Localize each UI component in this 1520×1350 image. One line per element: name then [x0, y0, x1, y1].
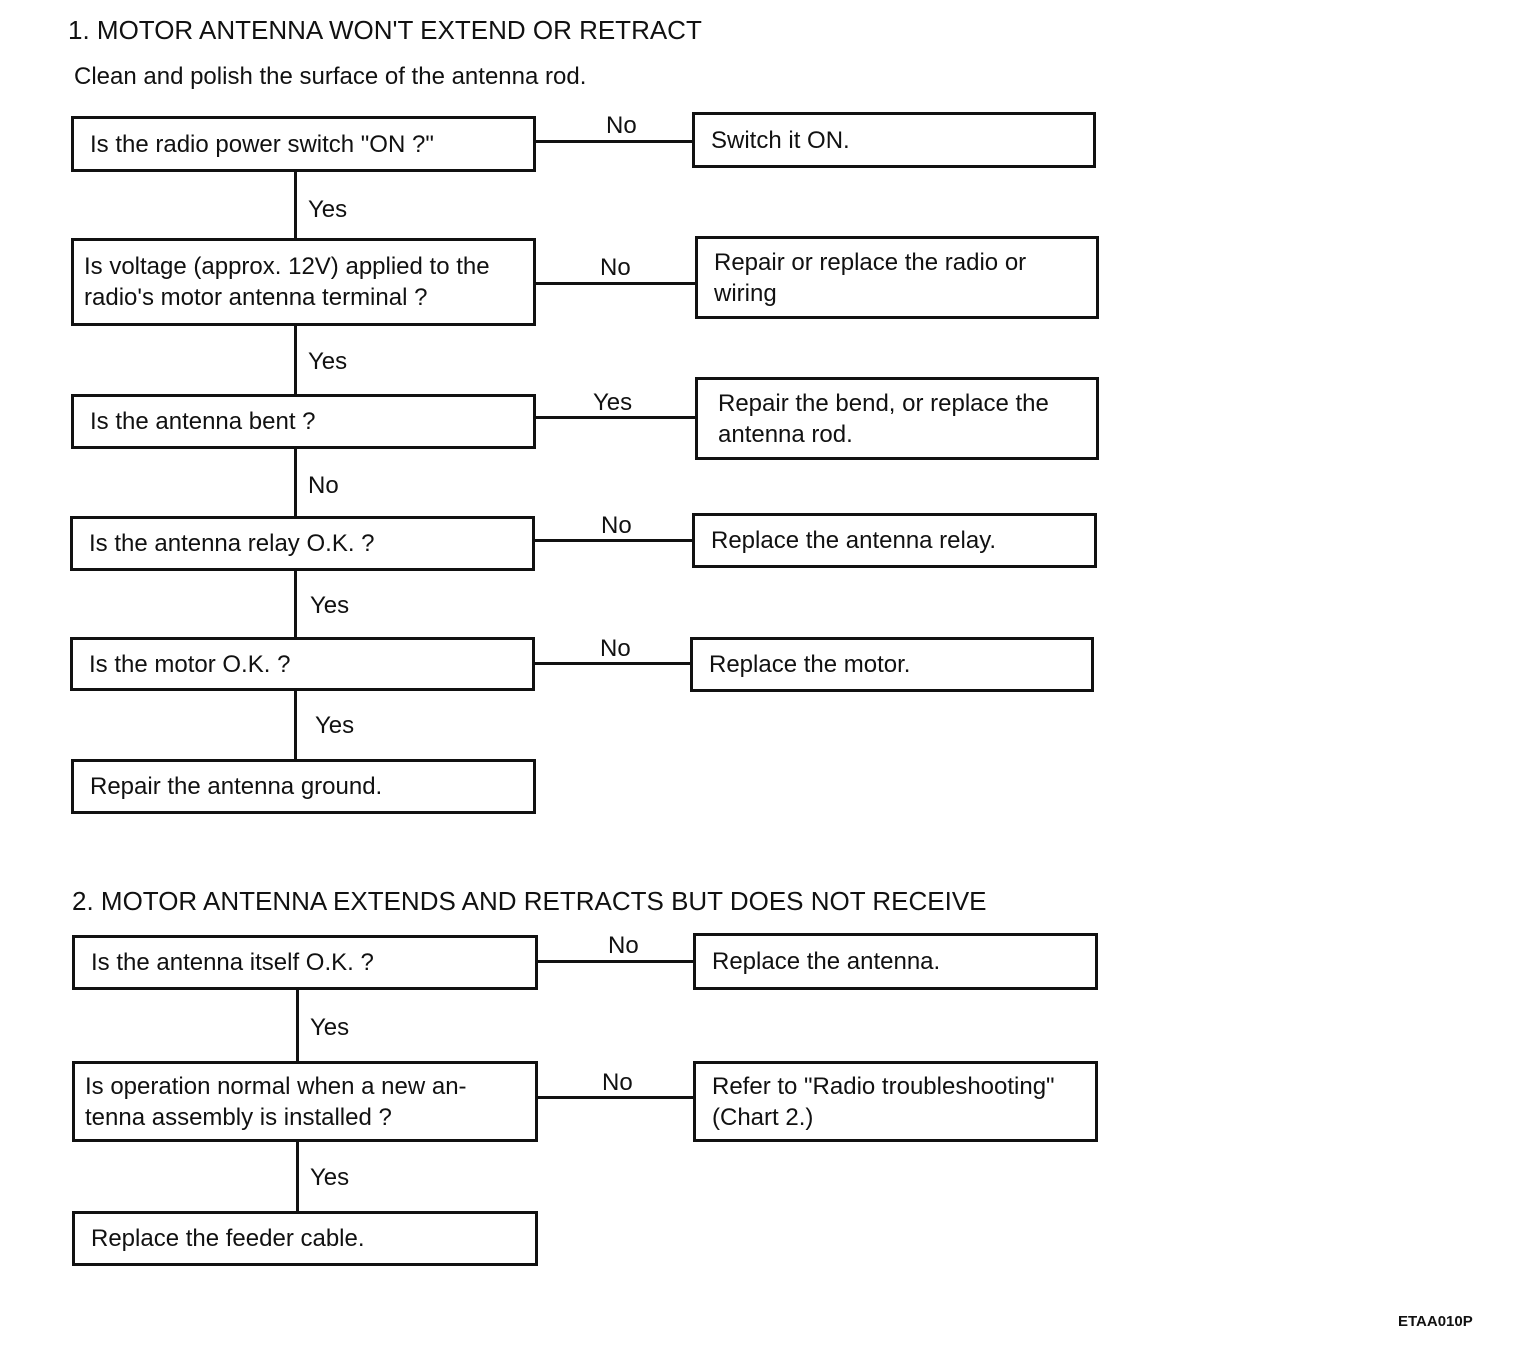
connector-line — [294, 326, 297, 394]
action-box-replace-relay: Replace the antenna relay. — [692, 513, 1097, 568]
action-box-switch-on: Switch it ON. — [692, 112, 1096, 168]
action-text: Replace the antenna relay. — [711, 527, 997, 554]
final-text: Repair the antenna ground. — [90, 773, 383, 800]
connector-line — [536, 416, 696, 419]
question-text: Is the antenna bent ? — [90, 408, 316, 435]
question-text: Is the antenna itself O.K. ? — [91, 949, 374, 976]
question-text: Is the radio power switch "ON ?" — [90, 130, 434, 158]
yes-label: Yes — [315, 712, 355, 739]
question-text: Is the antenna relay O.K. ? — [89, 530, 375, 557]
no-label: No — [608, 932, 639, 959]
yes-label: Yes — [310, 1164, 350, 1191]
action-box-replace-antenna: Replace the antenna. — [693, 933, 1098, 990]
figure-code: ETAA010P — [1398, 1313, 1473, 1330]
question-box-antenna-itself: Is the antenna itself O.K. ? — [72, 935, 538, 990]
connector-line — [294, 691, 297, 759]
connector-line — [538, 960, 694, 963]
action-box-repair-radio: Repair or replace the radio or wiring — [695, 236, 1099, 319]
no-label: No — [601, 512, 632, 539]
action-box-replace-motor: Replace the motor. — [690, 637, 1094, 692]
action-text: Replace the motor. — [709, 651, 911, 678]
connector-line — [294, 172, 297, 238]
connector-line — [536, 140, 693, 143]
question-box-motor: Is the motor O.K. ? — [70, 637, 535, 691]
yes-label: Yes — [593, 389, 633, 416]
connector-line — [294, 571, 297, 637]
section2-title: 2. MOTOR ANTENNA EXTENDS AND RETRACTS BU… — [72, 886, 987, 916]
yes-label: Yes — [310, 592, 350, 619]
connector-line — [296, 990, 299, 1061]
yes-label: Yes — [308, 348, 348, 375]
connector-line — [538, 1096, 694, 1099]
connector-line — [296, 1142, 299, 1212]
final-text: Replace the feeder cable. — [91, 1225, 365, 1252]
action-box-repair-bend: Repair the bend, or replace the antenna … — [695, 377, 1099, 460]
question-box-antenna-bent: Is the antenna bent ? — [71, 394, 536, 449]
final-box-repair-ground: Repair the antenna ground. — [71, 759, 536, 814]
connector-line — [535, 539, 693, 542]
question-box-relay: Is the antenna relay O.K. ? — [70, 516, 535, 571]
connector-line — [536, 282, 696, 285]
no-label: No — [600, 635, 631, 662]
no-label: No — [606, 112, 637, 139]
yes-label: Yes — [308, 196, 348, 223]
section1-title: 1. MOTOR ANTENNA WON'T EXTEND OR RETRACT — [68, 15, 702, 45]
action-text: Switch it ON. — [711, 126, 850, 154]
question-box-new-antenna: Is operation normal when a new an-tenna … — [72, 1061, 538, 1142]
action-text: Repair the bend, or replace the antenna … — [718, 389, 1049, 448]
section1-intro: Clean and polish the surface of the ante… — [74, 63, 587, 90]
question-text: Is voltage (approx. 12V) applied to the … — [84, 253, 490, 311]
no-label: No — [602, 1069, 633, 1096]
action-text: Replace the antenna. — [712, 948, 941, 975]
connector-line — [294, 449, 297, 517]
connector-line — [535, 662, 691, 665]
no-label: No — [308, 472, 339, 499]
question-box-voltage: Is voltage (approx. 12V) applied to the … — [71, 238, 536, 326]
action-text: Repair or replace the radio or wiring — [714, 248, 1027, 307]
no-label: No — [600, 254, 631, 281]
question-text: Is the motor O.K. ? — [89, 650, 291, 678]
question-box-radio-power: Is the radio power switch "ON ?" — [71, 116, 536, 172]
final-box-replace-feeder: Replace the feeder cable. — [72, 1211, 538, 1266]
yes-label: Yes — [310, 1014, 350, 1041]
action-text: Refer to "Radio troubleshooting" (Chart … — [712, 1072, 1055, 1131]
action-box-refer-chart: Refer to "Radio troubleshooting" (Chart … — [693, 1061, 1098, 1142]
question-text: Is operation normal when a new an-tenna … — [85, 1072, 467, 1131]
